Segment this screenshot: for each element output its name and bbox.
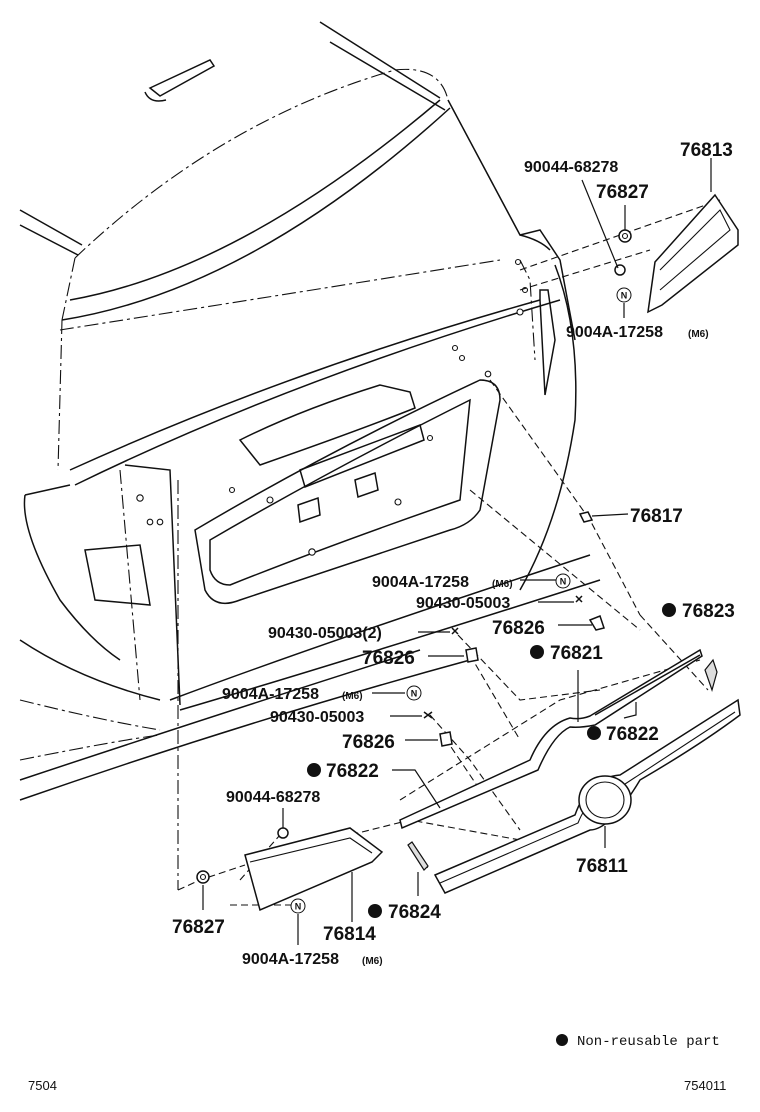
part-labels: 76813 90044-68278 76827 9004A-17258 (M6)… — [172, 140, 735, 968]
n-mark-top: N — [621, 291, 628, 301]
n-mark-mid1: N — [560, 577, 567, 587]
legend-text: Non-reusable part — [577, 1034, 720, 1050]
n-mark-mid2: N — [411, 689, 418, 699]
part-76823-clip — [704, 658, 718, 693]
label-9004a-17258-bottom: 9004A-17258 — [242, 951, 339, 968]
label-76824: 76824 — [388, 902, 441, 923]
label-76827-bottom: 76827 — [172, 917, 225, 938]
part-76821-molding — [399, 648, 703, 830]
nut-90044-top — [614, 264, 626, 276]
label-76814: 76814 — [323, 924, 376, 945]
label-90430-05003-b: 90430-05003 — [270, 709, 364, 726]
clip-76827-bottom — [196, 870, 210, 884]
leader-lines — [202, 158, 712, 945]
label-m6-mid1: (M6) — [492, 579, 513, 590]
label-90430-05003-a: 90430-05003 — [416, 595, 510, 612]
fastener-76826-c — [439, 731, 453, 747]
part-76813-garnish — [647, 193, 739, 314]
legend: Non-reusable part — [556, 1034, 720, 1050]
part-76817-cushion — [578, 511, 594, 523]
part-76814-garnish — [244, 827, 384, 912]
label-76823: 76823 — [682, 601, 735, 622]
label-76817: 76817 — [630, 506, 683, 527]
footer-left-code: 7504 — [28, 1078, 57, 1093]
footer-right-code: 754011 — [684, 1078, 726, 1093]
label-76826-c: 76826 — [342, 732, 395, 753]
label-76813: 76813 — [680, 140, 733, 161]
label-76826-a: 76826 — [492, 618, 545, 639]
label-9004a-17258-mid1: 9004A-17258 — [372, 574, 469, 591]
label-76811: 76811 — [576, 856, 628, 877]
label-9004a-17258-top: 9004A-17258 — [566, 324, 663, 341]
vehicle-body-outline — [19, 21, 601, 801]
label-m6-top: (M6) — [688, 329, 709, 340]
label-m6-bottom: (M6) — [362, 956, 383, 967]
parts — [196, 193, 741, 912]
label-90430-05003-2: 90430-05003(2) — [268, 625, 382, 642]
legend-bullet-icon — [556, 1034, 568, 1046]
label-76826-b: 76826 — [362, 648, 415, 669]
label-90044-68278-top: 90044-68278 — [524, 159, 618, 176]
nut-90044-bottom — [277, 827, 289, 839]
n-mark-bottom: N — [295, 902, 302, 912]
label-9004a-17258-mid2: 9004A-17258 — [222, 686, 319, 703]
label-m6-mid2: (M6) — [342, 691, 363, 702]
label-76821: 76821 — [550, 643, 603, 664]
emblem-ring — [578, 775, 632, 825]
part-76824-clip — [407, 841, 429, 871]
label-90044-68278-bottom: 90044-68278 — [226, 789, 320, 806]
fastener-76826-b — [465, 647, 479, 663]
clip-76827-top — [618, 229, 632, 243]
label-76822-right: 76822 — [606, 724, 659, 745]
fastener-76826-a — [588, 615, 605, 631]
label-76822-left: 76822 — [326, 761, 379, 782]
label-76827-top: 76827 — [596, 182, 649, 203]
n-marks: N N N N — [290, 287, 632, 914]
